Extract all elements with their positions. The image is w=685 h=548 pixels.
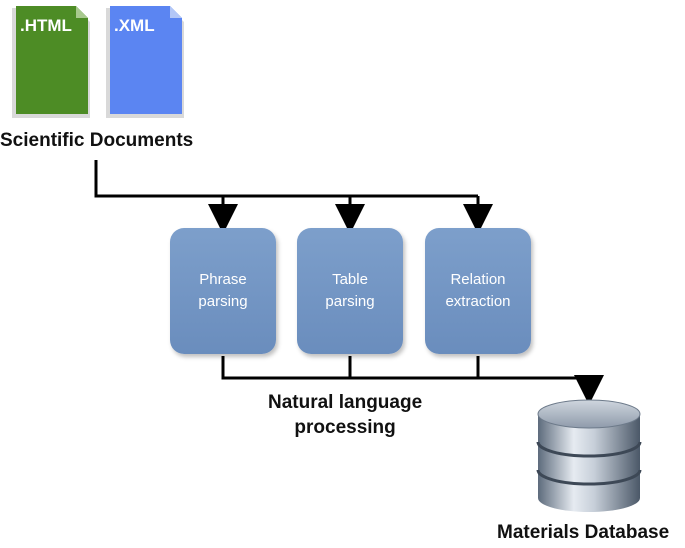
xml-document-label: .XML [114, 16, 155, 35]
html-document-label: .HTML [20, 16, 72, 35]
relation-extraction-box: Relation extraction [425, 228, 531, 354]
html-document-icon: .HTML [10, 6, 90, 118]
documents-caption: Scientific Documents [0, 130, 194, 151]
phrase-parsing-label: Phrase parsing [198, 271, 248, 310]
nlp-caption: Natural language processing [268, 392, 423, 438]
table-parsing-box: Table parsing [297, 228, 403, 354]
database-caption: Materials Database [497, 522, 670, 543]
table-parsing-label: Table parsing [325, 271, 375, 310]
database-icon [536, 398, 642, 521]
xml-document-icon: .XML [104, 6, 184, 118]
relation-extraction-label: Relation extraction [445, 271, 511, 310]
phrase-parsing-box: Phrase parsing [170, 228, 276, 354]
